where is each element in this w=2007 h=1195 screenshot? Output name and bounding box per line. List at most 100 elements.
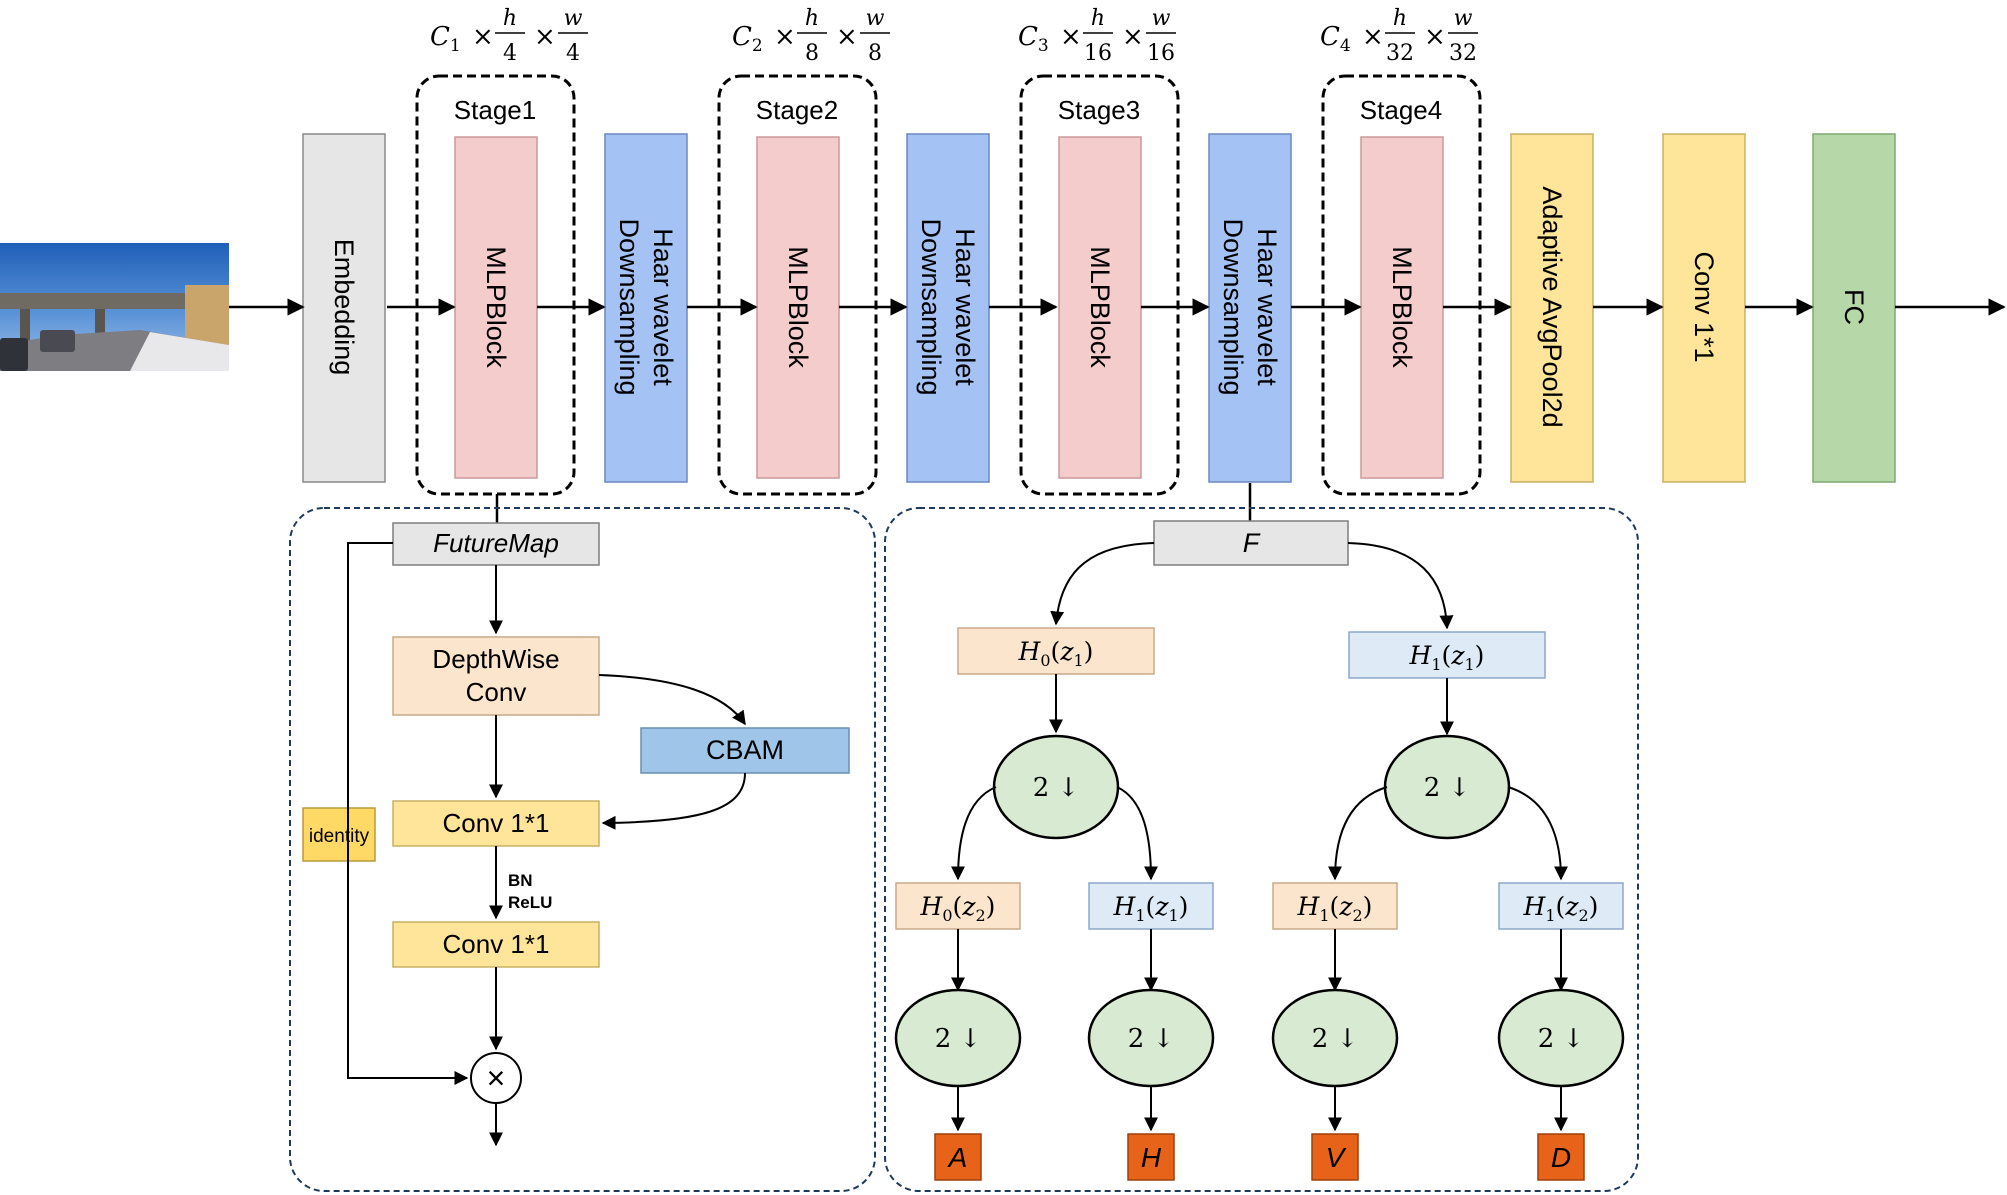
embedding-block bbox=[302, 133, 386, 483]
left-panel: FutureMap DepthWise Conv CBAM Conv 1*1 B… bbox=[289, 507, 876, 1192]
filter-label: H0(z2) bbox=[920, 892, 996, 925]
right-panel: F H0(z1)H1(z1)2 ↓2 ↓H0(z2)H1(z1)H1(z2)H1… bbox=[884, 507, 1639, 1192]
height-numerator: h bbox=[805, 6, 819, 31]
feature-map-label: FutureMap bbox=[433, 528, 559, 558]
conv1-box bbox=[392, 800, 600, 847]
mlp-block bbox=[1360, 136, 1444, 479]
height-numerator: h bbox=[503, 6, 517, 31]
downsample-node: 2 ↓ bbox=[1271, 988, 1399, 1088]
tree-arrow bbox=[951, 786, 997, 881]
stage-box bbox=[415, 74, 576, 496]
channel-symbol: C3 bbox=[1018, 22, 1049, 56]
output-box: D bbox=[1537, 1133, 1585, 1181]
haar-downsampling-block bbox=[1208, 133, 1292, 483]
downsample-label: 2 ↓ bbox=[1312, 1024, 1359, 1054]
downsample-node: 2 ↓ bbox=[992, 734, 1120, 840]
filter-label: H1(z2) bbox=[1523, 892, 1599, 925]
channel-symbol: C2 bbox=[732, 22, 763, 56]
height-numerator: h bbox=[1393, 6, 1407, 31]
output-label: V bbox=[1326, 1142, 1347, 1173]
panel-connectors bbox=[495, 483, 1252, 523]
downsample-node: 2 ↓ bbox=[1383, 734, 1511, 840]
shape-annotation: C2 × h 8 × w 8 bbox=[732, 6, 890, 66]
bn-label: BN bbox=[508, 871, 533, 890]
depthwise-conv-box bbox=[392, 636, 600, 716]
filter-label: H1(z1) bbox=[1113, 892, 1189, 925]
cbam-box bbox=[640, 727, 850, 774]
filter-label: H0(z1) bbox=[1018, 637, 1094, 670]
height-denominator: 16 bbox=[1084, 41, 1112, 66]
width-numerator: w bbox=[1152, 6, 1171, 31]
height-denominator: 8 bbox=[805, 41, 819, 66]
downsample-label: 2 ↓ bbox=[935, 1024, 982, 1054]
f-label: F bbox=[1243, 528, 1261, 558]
tree-arrow bbox=[1507, 786, 1568, 881]
width-numerator: w bbox=[564, 6, 583, 31]
times-symbol: × bbox=[1122, 22, 1144, 52]
channel-symbol: C1 bbox=[430, 22, 461, 56]
multiply-symbol: × bbox=[487, 1060, 506, 1096]
downsample-label: 2 ↓ bbox=[1033, 773, 1080, 803]
haar-downsampling-block-label: Haar wavelet bbox=[648, 228, 678, 386]
tree-arrow bbox=[1116, 786, 1158, 881]
mlp-block-label: MLPBlock bbox=[1387, 246, 1417, 368]
haar-downsampling-block-label: Haar wavelet bbox=[950, 228, 980, 386]
shape-annotation: C4×h32×w32 bbox=[1320, 6, 1478, 66]
mlp-block-label: MLPBlock bbox=[481, 246, 511, 368]
stage-box bbox=[1019, 74, 1180, 496]
filter-box: H1(z1) bbox=[1088, 882, 1214, 930]
filter-box: H1(z2) bbox=[1272, 882, 1398, 930]
mlp-block bbox=[1058, 136, 1142, 479]
depthwise-label-line1: DepthWise bbox=[432, 644, 559, 674]
stage-box bbox=[717, 74, 878, 496]
width-numerator: w bbox=[1454, 6, 1473, 31]
avgpool-block-label: Adaptive AvgPool2d bbox=[1537, 186, 1567, 427]
conv-block bbox=[1662, 133, 1746, 483]
output-box: V bbox=[1311, 1133, 1359, 1181]
filter-box: H0(z2) bbox=[895, 882, 1021, 930]
mlp-block bbox=[756, 136, 840, 479]
downsample-node: 2 ↓ bbox=[894, 988, 1022, 1088]
identity-label: identity bbox=[309, 826, 370, 847]
fc-block-label: FC bbox=[1839, 289, 1869, 325]
downsample-label: 2 ↓ bbox=[1538, 1024, 1585, 1054]
width-denominator: 8 bbox=[868, 41, 882, 66]
right-panel-border bbox=[884, 507, 1639, 1192]
output-label: A bbox=[947, 1142, 968, 1173]
identity-box bbox=[302, 807, 376, 862]
mlp-block-label: MLPBlock bbox=[783, 246, 813, 368]
times-symbol: × bbox=[1424, 22, 1446, 52]
times-symbol: × bbox=[774, 22, 796, 52]
relu-label: ReLU bbox=[508, 893, 552, 912]
width-denominator: 4 bbox=[566, 41, 580, 66]
times-symbol: × bbox=[836, 22, 858, 52]
times-symbol: × bbox=[534, 22, 556, 52]
downsample-node: 2 ↓ bbox=[1497, 988, 1625, 1088]
output-label: D bbox=[1551, 1142, 1571, 1173]
filter-box: H1(z2) bbox=[1498, 882, 1624, 930]
cbam-label: CBAM bbox=[706, 735, 784, 765]
shape-annotation: C3×h16×w16 bbox=[1018, 6, 1176, 66]
filter-box: H0(z1) bbox=[957, 627, 1155, 675]
haar-downsampling-block-label: Downsampling bbox=[1218, 218, 1248, 395]
height-denominator: 32 bbox=[1386, 41, 1414, 66]
haar-downsampling-block-label: Downsampling bbox=[614, 218, 644, 395]
conv2-label: Conv 1*1 bbox=[443, 929, 550, 959]
output-box: H bbox=[1127, 1133, 1175, 1181]
output-box: A bbox=[934, 1133, 982, 1181]
mlp-block bbox=[454, 136, 538, 479]
fc-block bbox=[1812, 133, 1896, 483]
width-numerator: w bbox=[866, 6, 885, 31]
haar-downsampling-block-label: Downsampling bbox=[916, 218, 946, 395]
avgpool-block bbox=[1510, 133, 1594, 483]
tree-arrow bbox=[1050, 542, 1155, 626]
left-panel-border bbox=[289, 507, 876, 1192]
stage-label: Stage2 bbox=[756, 95, 838, 125]
height-denominator: 4 bbox=[503, 41, 517, 66]
conv1-label: Conv 1*1 bbox=[443, 808, 550, 838]
downsample-node: 2 ↓ bbox=[1087, 988, 1215, 1088]
width-denominator: 16 bbox=[1147, 41, 1175, 66]
input-image bbox=[0, 243, 229, 371]
haar-downsampling-block bbox=[604, 133, 688, 483]
